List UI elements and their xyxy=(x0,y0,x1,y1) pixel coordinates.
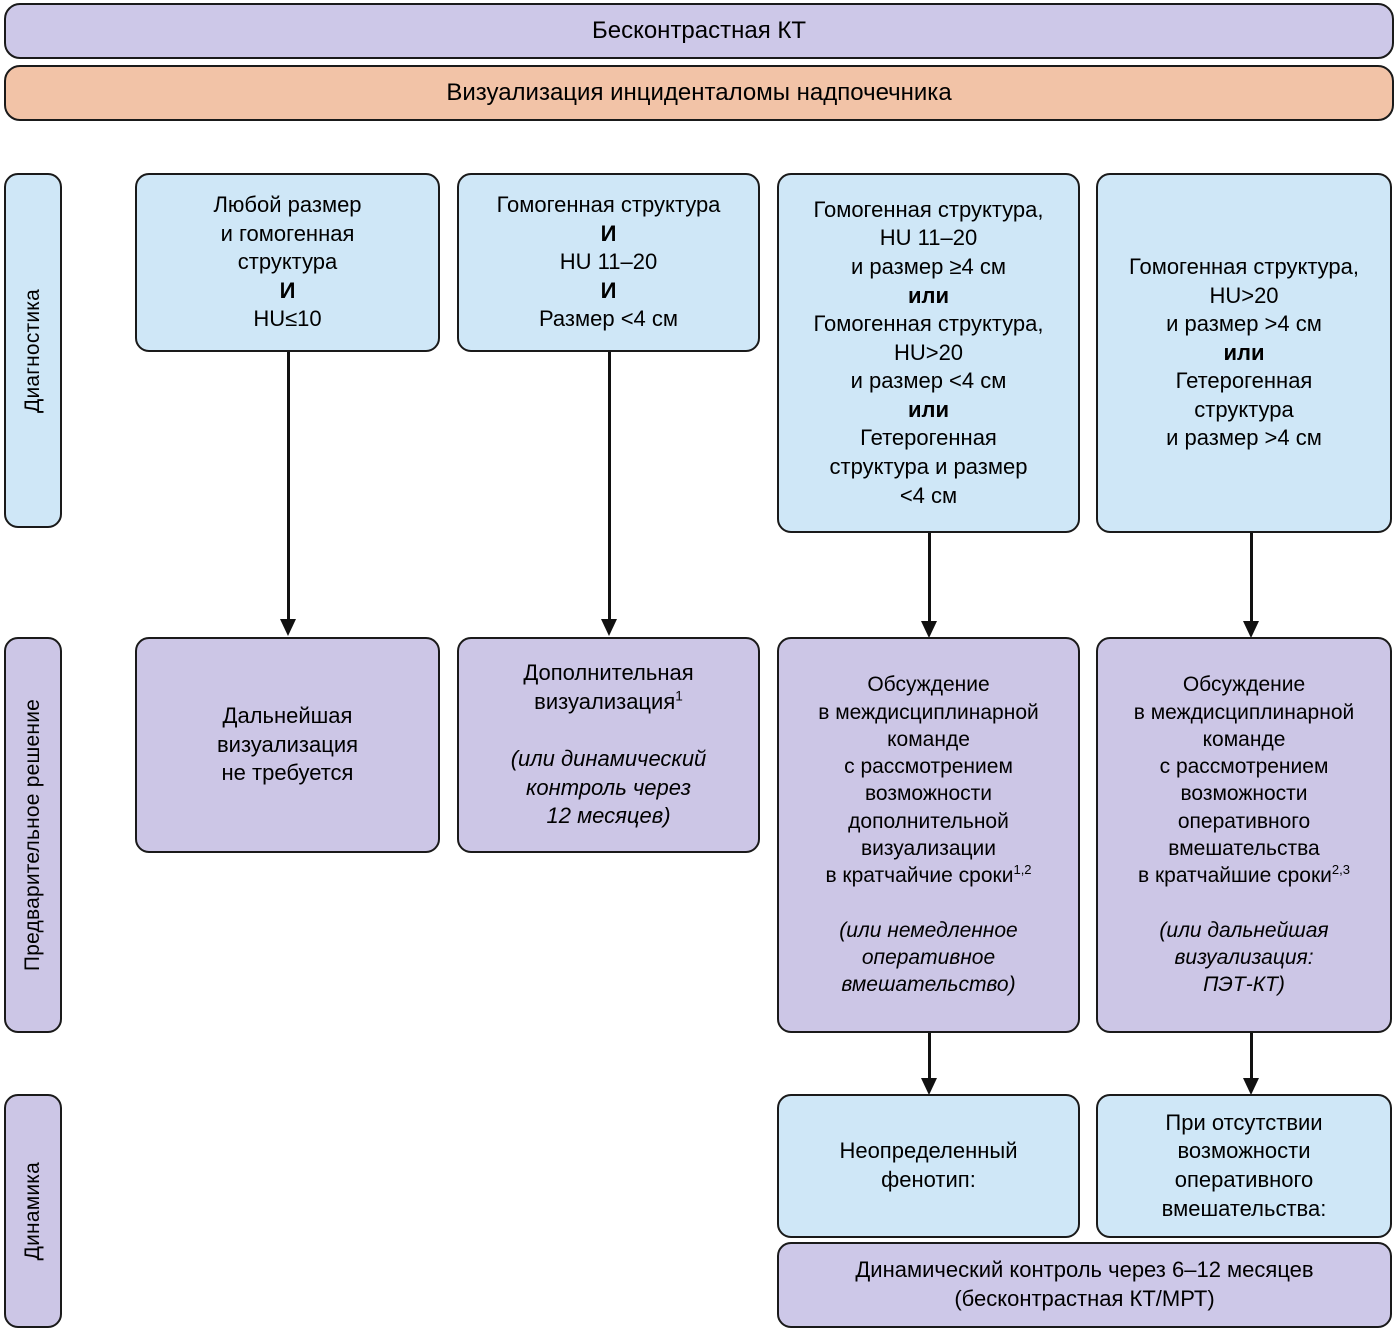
stage-label-follow-up: Динамика xyxy=(4,1094,62,1328)
banner-adrenal-incidentaloma-imaging-label: Визуализация инциденталомы надпочечника xyxy=(446,79,952,107)
banner-noncontrast-ct-label: Бесконтрастная КТ xyxy=(591,17,807,45)
followup-shared-bar: Динамический контроль через 6–12 месяцев… xyxy=(777,1242,1392,1328)
banner-adrenal-incidentaloma-imaging: Визуализация инциденталомы надпочечника xyxy=(4,65,1394,121)
stage-label-follow-up-text: Динамика xyxy=(21,1161,44,1261)
stage-label-diagnostics-text: Диагностика xyxy=(21,288,44,413)
stage-label-preliminary-decision: Предварительное решение xyxy=(4,637,62,1033)
stage-label-preliminary-decision-text: Предварительное решение xyxy=(21,698,44,972)
followup-shared-bar-text: Динамический контроль через 6–12 месяцев… xyxy=(855,1257,1314,1311)
stage-label-diagnostics: Диагностика xyxy=(4,173,62,528)
banner-noncontrast-ct: Бесконтрастная КТ xyxy=(4,3,1394,59)
